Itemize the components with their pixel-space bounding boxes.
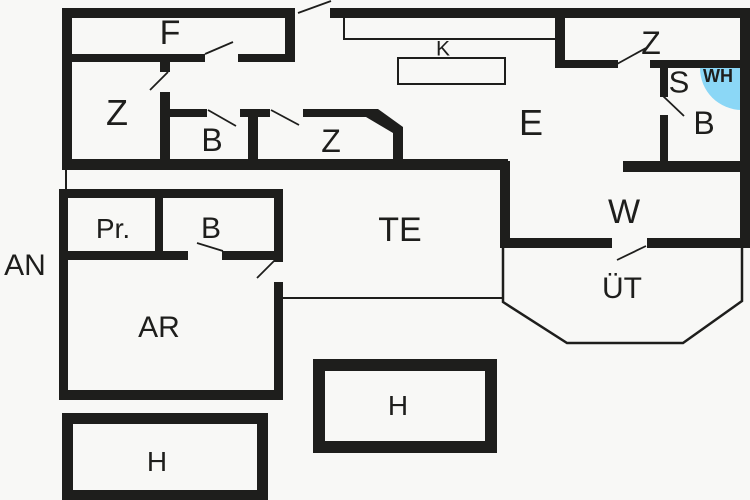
door-swings (149, 0, 685, 279)
wall-segment (660, 66, 668, 97)
door-swing (149, 71, 169, 91)
room-label-ar: AR (138, 311, 180, 344)
walls (59, 8, 750, 500)
wall-segment (160, 109, 207, 117)
wall-segment-chamfer (366, 109, 403, 162)
wall-segment (222, 251, 283, 260)
room-label-b-right: B (693, 105, 715, 141)
room-label-te: TE (378, 211, 422, 249)
room-label-s: S (668, 64, 690, 100)
room-label-e: E (518, 102, 544, 143)
wall-segment (555, 16, 565, 68)
room-label-pr: Pr. (95, 213, 131, 244)
door-swing (270, 109, 300, 126)
wall-segment (59, 390, 283, 400)
room-label-z-top-right: Z (641, 25, 661, 61)
wall-segment (274, 282, 283, 400)
room-label-wh: WH (703, 66, 733, 86)
wall-segment (647, 238, 750, 248)
kitchen-island-rect (397, 57, 506, 85)
door-swing (256, 258, 277, 279)
door-swing (196, 242, 224, 252)
room-label-b-upper: B (201, 122, 223, 158)
door-swing (662, 95, 685, 117)
room-label-z-upper-left: Z (106, 92, 128, 133)
wall-segment (274, 189, 283, 262)
wall-segment (555, 60, 618, 68)
wall-segment (650, 60, 742, 68)
room-label-z-middle: Z (321, 123, 341, 159)
wall-segment (59, 189, 283, 198)
wall-segment (238, 54, 295, 62)
wall-segment (160, 56, 170, 72)
wall-segment (740, 8, 750, 248)
wall-segment (303, 109, 366, 117)
room-label-b-lower: B (200, 212, 222, 245)
building-h-lower-outline (62, 413, 268, 500)
wall-segment (68, 251, 188, 260)
wall-segment (500, 161, 510, 248)
wall-segment (62, 159, 508, 170)
room-label-k: K (435, 37, 451, 61)
wall-segment (330, 8, 750, 18)
room-label-w: W (607, 193, 641, 231)
wall-segment (500, 238, 612, 248)
water-heater-shape (700, 68, 742, 110)
wall-segment (285, 8, 295, 62)
door-swing (616, 245, 647, 261)
wall-segment (248, 109, 258, 162)
room-label-f: F (159, 14, 181, 52)
wall-segment (623, 161, 750, 172)
wall-segment (62, 54, 205, 62)
door-swing (204, 41, 234, 55)
wall-segment (660, 115, 668, 163)
room-label-h-center: H (387, 390, 409, 421)
wall-segment (155, 195, 163, 255)
door-swing (297, 0, 332, 14)
building-h-center-outline (313, 359, 497, 453)
terrace-outline (501, 248, 744, 345)
wall-segment (62, 8, 293, 18)
wall-segment (59, 189, 68, 400)
room-label-uet: ÜT (602, 272, 642, 305)
kitchen-counter-outline (343, 18, 557, 40)
door-swing (207, 109, 237, 127)
room-label-h-lower: H (146, 446, 168, 477)
wall-segment (62, 8, 72, 167)
room-label-an: AN (4, 249, 46, 282)
door-swing (616, 47, 647, 65)
wall-segment (160, 92, 170, 167)
